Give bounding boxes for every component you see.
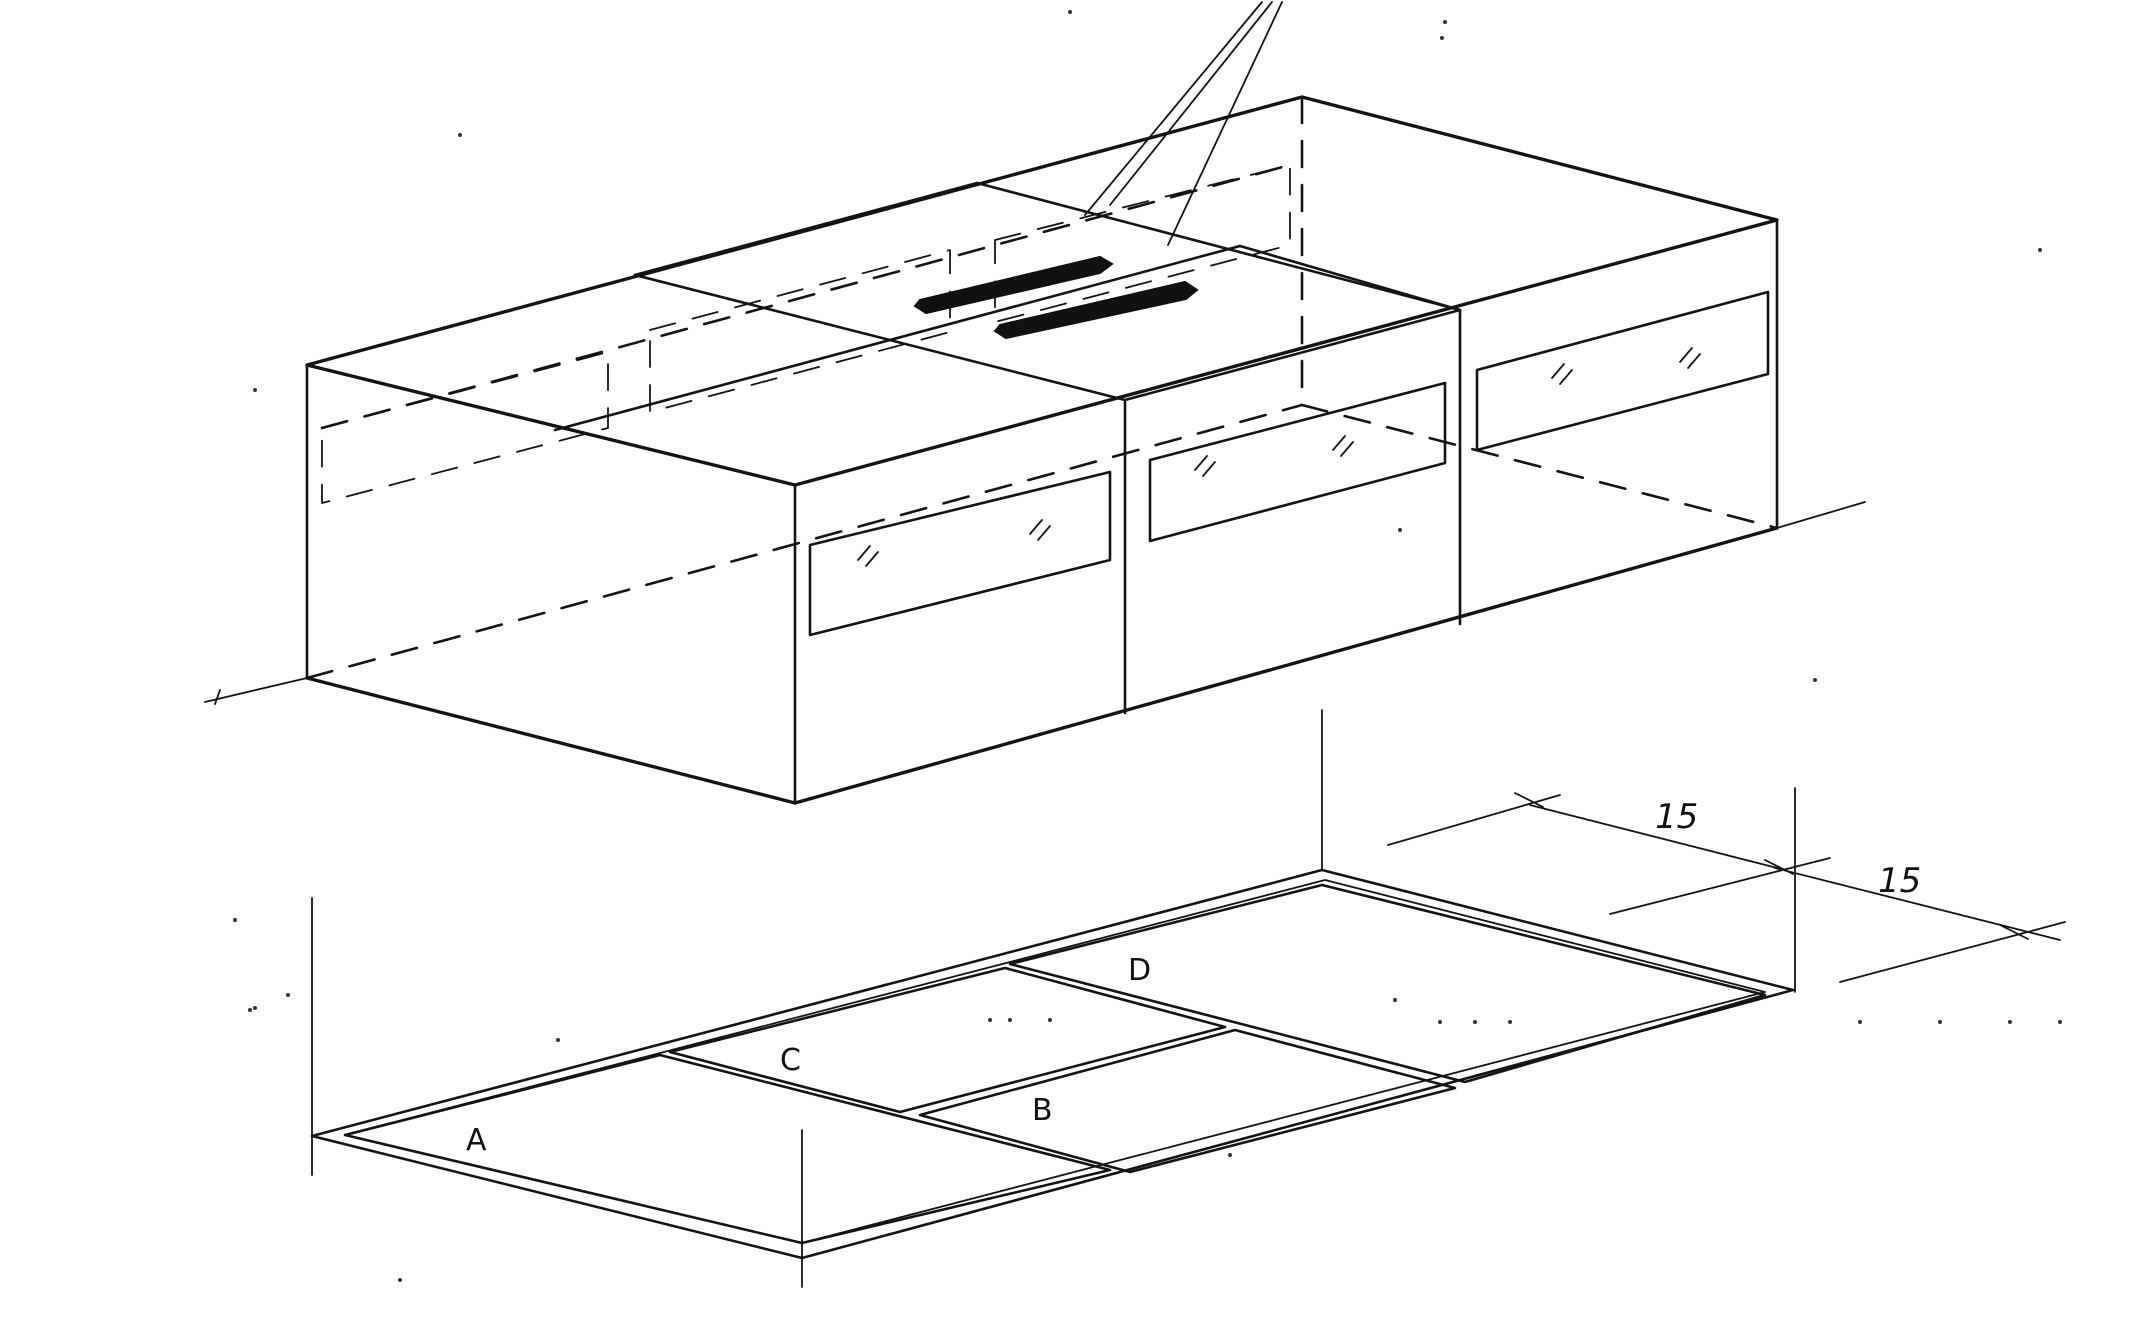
dim-line-diag-1 — [1529, 804, 1786, 871]
dim-tick-2 — [1764, 859, 1794, 875]
top-grid-2 — [975, 181, 1462, 312]
dim-line-mid — [1609, 857, 1831, 915]
top-grid-4 — [1123, 308, 1462, 402]
box-bottom-right — [793, 526, 1779, 805]
top-slot-1 — [913, 255, 1114, 315]
dim-line-diag-2 — [1774, 867, 2061, 941]
scan-specks — [233, 10, 2062, 1282]
left-stub — [204, 677, 308, 705]
front-window-2 — [1148, 381, 1447, 543]
front-window-3 — [1475, 290, 1770, 452]
top-grid-6 — [633, 181, 979, 277]
dim-tick-3 — [1999, 924, 2029, 940]
label-a: A — [466, 1123, 487, 1158]
base-plan — [310, 709, 2066, 1288]
label-c: C — [780, 1043, 801, 1078]
leader-line-2 — [1167, 1, 1283, 246]
tray-outer — [310, 868, 1795, 1260]
dimension-top: 15 — [1655, 797, 1698, 837]
compartment-d — [1008, 883, 1767, 1084]
leader-line-1 — [1109, 1, 1273, 206]
label-d: D — [1128, 953, 1151, 988]
hidden-top-mid — [320, 163, 1292, 430]
front-window-1 — [808, 470, 1112, 637]
top-grid-1 — [633, 273, 1127, 402]
dim-line-low — [1839, 921, 2066, 983]
upper-box — [204, 1, 1866, 805]
dim-tick-1 — [1514, 792, 1544, 808]
hidden-bottom-back-right — [1300, 403, 1779, 530]
compartment-a — [343, 1053, 1112, 1245]
leader-line-3 — [1084, 1, 1263, 216]
dimension-right: 15 — [1878, 861, 1921, 901]
box-bottom-left — [305, 676, 797, 805]
label-b: B — [1032, 1093, 1053, 1128]
hidden-window-2 — [649, 249, 951, 413]
compartment-b — [918, 1028, 1457, 1174]
top-grid-5 — [1238, 244, 1462, 312]
top-slot-2 — [993, 280, 1199, 340]
dim-line-top — [1387, 794, 1561, 846]
top-grid-3 — [553, 244, 1242, 432]
right-stub — [1776, 501, 1866, 529]
hidden-bottom-back-left — [305, 403, 1304, 680]
box-top-outline — [305, 95, 1779, 487]
glass-marks — [857, 347, 1701, 567]
compartment-c — [668, 966, 1227, 1114]
